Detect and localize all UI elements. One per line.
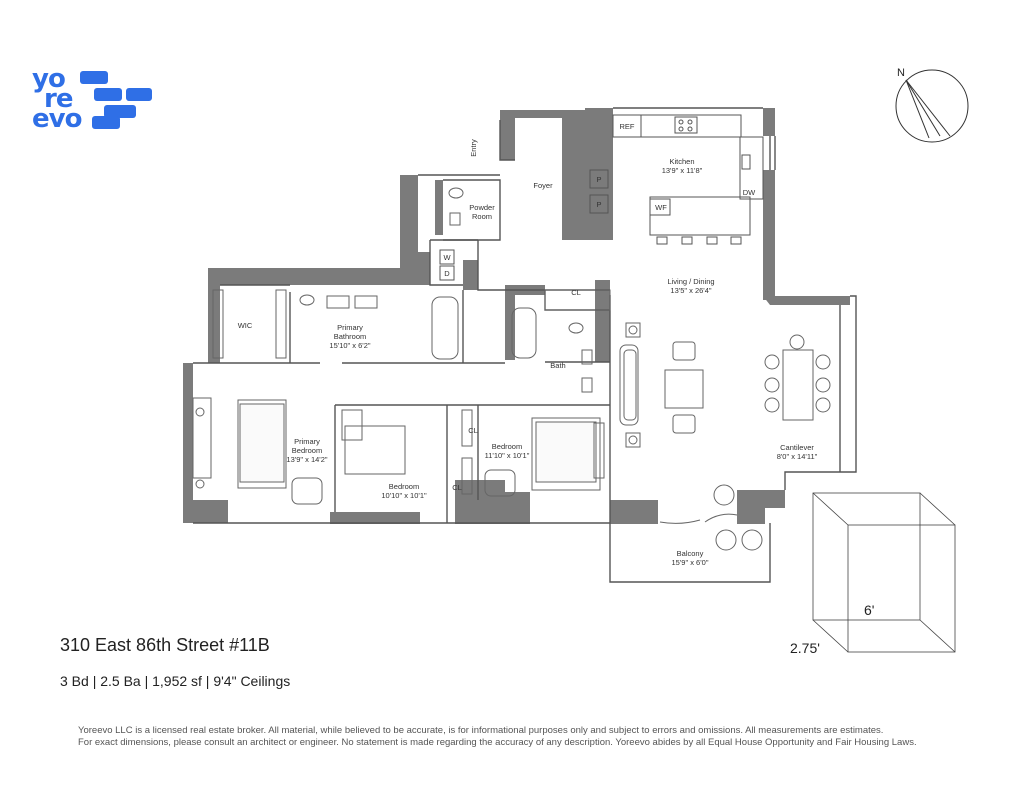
yoreevo-logo[interactable]: yo re evo [32,64,157,134]
living-dims: 13'5" x 26'4" [670,286,711,295]
bath-label: Bath [550,361,565,370]
kitchen-fixtures [589,114,764,245]
closet-label-mid: CL [468,426,478,435]
listing-address: 310 East 86th Street #11B [60,635,270,655]
powder-room-label-2: Room [472,212,492,221]
disclaimer-line-1: Yoreevo LLC is a licensed real estate br… [78,725,884,736]
foyer-label: Foyer [533,181,553,190]
ref-label: REF [620,122,635,131]
kitchen-label: Kitchen [669,157,694,166]
primary-bath-label-1: Primary [337,323,363,332]
logo-brick-icon [92,116,120,129]
bedroom-3-dims: 11'10" x 10'1" [485,451,530,460]
powder-room-label-1: Powder [469,203,495,212]
kitchen-dims: 13'9" x 11'8" [662,166,703,175]
washer-label: W [443,253,451,262]
living-label: Living / Dining [667,277,714,286]
bedroom-3-label: Bedroom [492,442,522,451]
bedroom-furniture [192,289,605,505]
disclaimer-line-2: For exact dimensions, please consult an … [78,737,917,748]
room-labels: Entry Foyer Powder Room W D REF P P Kitc… [238,122,818,567]
bedroom-2-dims: 10'10" x 10'1" [381,491,427,500]
ceiling-height-label: 6' [864,602,875,618]
ceiling-height-diagram [812,492,956,653]
wf-label: WF [655,203,667,212]
bath-fixtures [299,187,611,393]
cantilever-dims: 8'0" x 14'11" [777,452,818,461]
entry-label: Entry [469,139,478,157]
pantry-label-1: P [596,175,601,184]
listing-stats: 3 Bd | 2.5 Ba | 1,952 sf | 9'4" Ceilings [60,673,291,689]
primary-bath-dims: 15'10" x 6'2" [329,341,370,350]
primary-bath-label-2: Bathroom [334,332,367,341]
logo-text-evo: evo [32,104,82,134]
closet-label-low: CL [452,483,462,492]
primary-bedroom-label-2: Bedroom [292,446,322,455]
pantry-label-2: P [596,200,601,209]
closet-label-top: CL [571,288,581,297]
wall-outlines [193,107,857,583]
balcony-dims: 15'9" x 6'0" [672,558,709,567]
cantilever-label: Cantilever [780,443,814,452]
logo-brick-icon [80,71,108,84]
ceiling-width-label: 2.75' [790,640,820,656]
disclaimer: Yoreevo LLC is a licensed real estate br… [78,725,978,749]
dw-label: DW [743,188,756,197]
dryer-label: D [444,269,450,278]
compass-north-label: N [897,67,905,79]
logo-text-re: re [44,84,73,114]
balcony-label: Balcony [677,549,704,558]
bedroom-2-label: Bedroom [389,482,419,491]
logo-brick-icon [94,88,122,101]
wic-label: WIC [238,321,253,330]
walls [183,108,850,524]
logo-brick-icon [104,105,136,118]
logo-brick-icon [126,88,152,101]
primary-bedroom-dims: 13'9" x 14'2" [286,455,327,464]
living-furniture [619,322,831,551]
compass-icon: N [895,67,969,143]
logo-text-yo: yo [32,64,66,94]
primary-bedroom-label-1: Primary [294,437,320,446]
